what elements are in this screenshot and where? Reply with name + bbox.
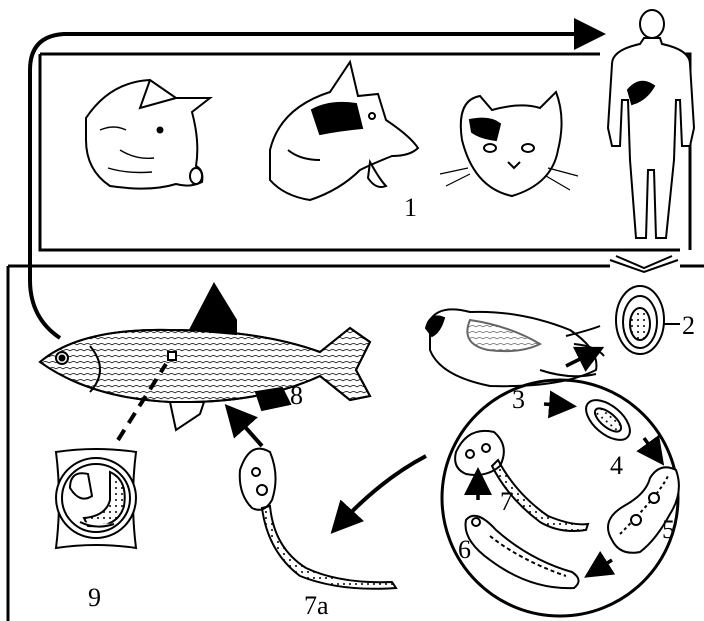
- label-9: 9: [88, 583, 101, 612]
- circle-to-cercaria-arrow: [336, 456, 426, 528]
- dog-head-icon: [270, 62, 418, 200]
- egg-icon: [616, 286, 680, 354]
- egg-connector: [610, 256, 678, 272]
- cercaria-to-fish-arrow: [230, 410, 262, 446]
- label-7: 7: [500, 487, 513, 516]
- label-3: 3: [512, 385, 525, 414]
- cercaria-free-icon: [240, 449, 396, 589]
- label-8: 8: [290, 381, 303, 410]
- fish-icon: [40, 284, 370, 430]
- snail-icon: [426, 309, 604, 386]
- label-6: 6: [458, 535, 471, 564]
- cat-head-icon: [440, 92, 578, 196]
- pig-head-icon: [86, 80, 210, 189]
- human-figure-icon: [608, 10, 694, 238]
- label-1: 1: [404, 193, 417, 222]
- label-4: 4: [610, 451, 623, 480]
- cyst-icon: [56, 449, 136, 548]
- label-2: 2: [682, 311, 695, 340]
- label-7a: 7a: [304, 591, 329, 620]
- label-5: 5: [662, 515, 675, 544]
